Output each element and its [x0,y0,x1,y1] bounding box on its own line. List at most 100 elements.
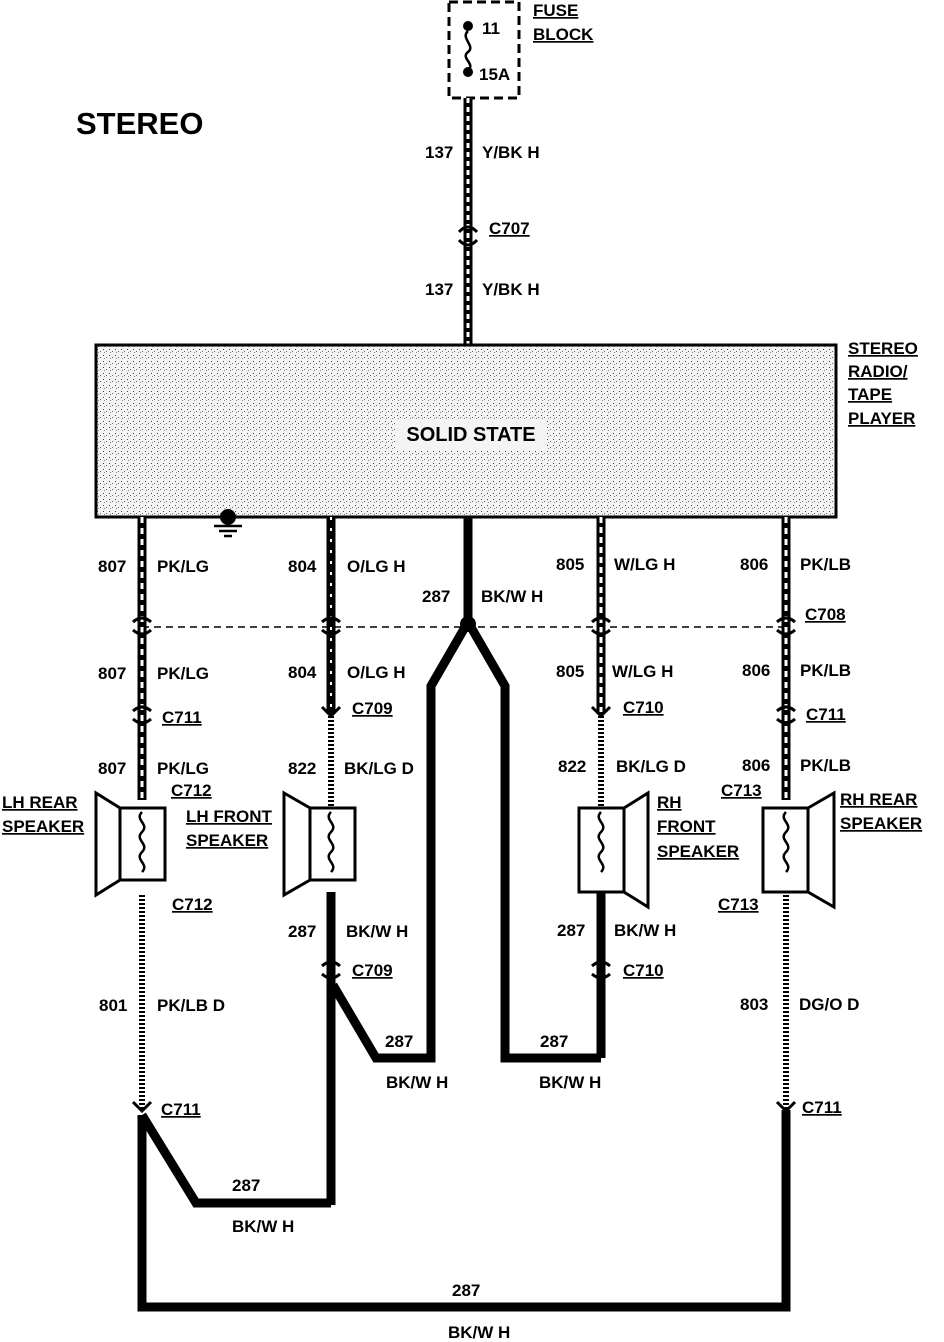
wire-137-lower-color: Y/BK H [482,280,540,299]
lh-front-speaker-label-2: SPEAKER [186,831,268,850]
label-806-top-color: PK/LB [800,555,851,574]
connector-c713-top: C713 [721,781,762,800]
rh-rear-speaker-label-1: RH REAR [840,790,917,809]
lh-front-coil-icon [327,811,335,873]
connector-c711-bottom-right: C711 [802,1098,842,1117]
label-287-bottom: 287 [452,1281,480,1300]
fuse-number: 11 [482,19,500,38]
rh-rear-coil-icon [782,811,790,873]
lh-front-speaker-label-1: LH FRONT [186,807,273,826]
unit-label-2: RADIO/ [848,362,908,381]
label-804-mid: 804 [288,663,317,682]
wire-137-lower-number: 137 [425,280,453,299]
label-822-right-color: BK/LG D [616,757,686,776]
fuse-element-icon [464,30,472,71]
wire-137-upper-color: Y/BK H [482,143,540,162]
label-806-low: 806 [742,756,770,775]
label-806-top: 806 [740,555,768,574]
wire-287-bottom-loop [137,1110,791,1312]
connector-c710-bottom: C710 [623,961,664,980]
rh-front-speaker-label-1: RH [657,793,682,812]
label-806-mid: 806 [742,661,770,680]
label-287-inner-left-color: BK/W H [386,1073,448,1092]
ground-icon [214,509,242,538]
label-287-rh-front-color: BK/W H [614,921,676,940]
label-805-top: 805 [556,555,584,574]
connector-c711-left: C711 [162,708,202,727]
c707-connector-icon [457,225,479,247]
label-287-lh-front: 287 [288,922,316,941]
supply-wire: 137 Y/BK H C707 137 Y/BK H [425,98,540,345]
connector-c711-right: C711 [806,705,846,724]
label-804-top-color: O/LG H [347,557,406,576]
label-801: 801 [99,996,127,1015]
unit-label-4: PLAYER [848,409,915,428]
connector-c713-bottom: C713 [718,895,759,914]
label-804-mid-color: O/LG H [347,663,406,682]
label-287-top-color: BK/W H [481,587,543,606]
label-803: 803 [740,995,768,1014]
unit-label-1: STEREO [848,339,918,358]
fuse-terminal-top [463,21,473,31]
unit-label-3: TAPE [848,385,892,404]
label-287-inner-right-color: BK/W H [539,1073,601,1092]
label-287-inner-right: 287 [540,1032,568,1051]
fuse-block: 11 15A FUSE BLOCK [447,0,594,100]
stereo-unit: SOLID STATE STEREO RADIO/ TAPE PLAYER [94,339,918,538]
label-805-mid-color: W/LG H [612,662,673,681]
splice-287 [460,616,476,632]
speaker-rh-front [577,790,650,910]
label-822-right: 822 [558,757,586,776]
label-807-mid-color: PK/LG [157,664,209,683]
speaker-lh-rear [94,790,167,898]
lh-rear-speaker-label-1: LH REAR [2,793,78,812]
fuse-rating: 15A [479,65,510,84]
connector-c709-bottom: C709 [352,961,393,980]
label-287-top: 287 [422,587,450,606]
mid-connectors [132,705,796,725]
label-287-rh-front: 287 [557,921,585,940]
fuse-terminal-bottom [463,67,473,77]
label-805-mid: 805 [556,662,584,681]
connector-c711-bottom-left: C711 [161,1100,201,1119]
rh-front-speaker-label-3: SPEAKER [657,842,739,861]
label-807-low-color: PK/LG [157,759,209,778]
label-807-top-color: PK/LG [157,557,209,576]
diagram-title: STEREO [76,106,203,141]
label-801-color: PK/LB D [157,996,225,1015]
rh-front-coil-icon [597,811,605,873]
label-806-mid-color: PK/LB [800,661,851,680]
label-803-color: DG/O D [799,995,859,1014]
label-805-top-color: W/LG H [614,555,675,574]
c708-connectors [132,616,796,636]
connector-c709-top: C709 [352,699,393,718]
wire-137-upper-number: 137 [425,143,453,162]
label-287-inner-left: 287 [385,1032,413,1051]
speaker-rh-rear [761,790,836,910]
label-807-low: 807 [98,759,126,778]
label-287-lh-front-color: BK/W H [346,922,408,941]
rh-rear-speaker-label-2: SPEAKER [840,814,922,833]
lower-connectors [131,960,797,1114]
fuse-block-label-2: BLOCK [533,25,594,44]
label-287-bottom-color: BK/W H [448,1323,510,1342]
label-807-mid: 807 [98,664,126,683]
label-804-top: 804 [288,557,317,576]
wire-287-ground-tree [329,517,601,1063]
connector-c712-bottom: C712 [172,895,213,914]
connector-c710-top: C710 [623,698,664,717]
solid-state-label-bg [395,419,547,449]
speaker-lh-front [282,790,357,898]
fuse-block-outline [447,0,521,100]
label-806-low-color: PK/LB [800,756,851,775]
label-287-bottom-left-color: BK/W H [232,1217,294,1236]
lh-rear-speaker-label-2: SPEAKER [2,817,84,836]
label-822-left: 822 [288,759,316,778]
label-807-top: 807 [98,557,126,576]
label-822-left-color: BK/LG D [344,759,414,778]
lh-rear-coil-icon [138,811,146,873]
label-287-bottom-left: 287 [232,1176,260,1195]
connector-c708: C708 [805,605,846,624]
